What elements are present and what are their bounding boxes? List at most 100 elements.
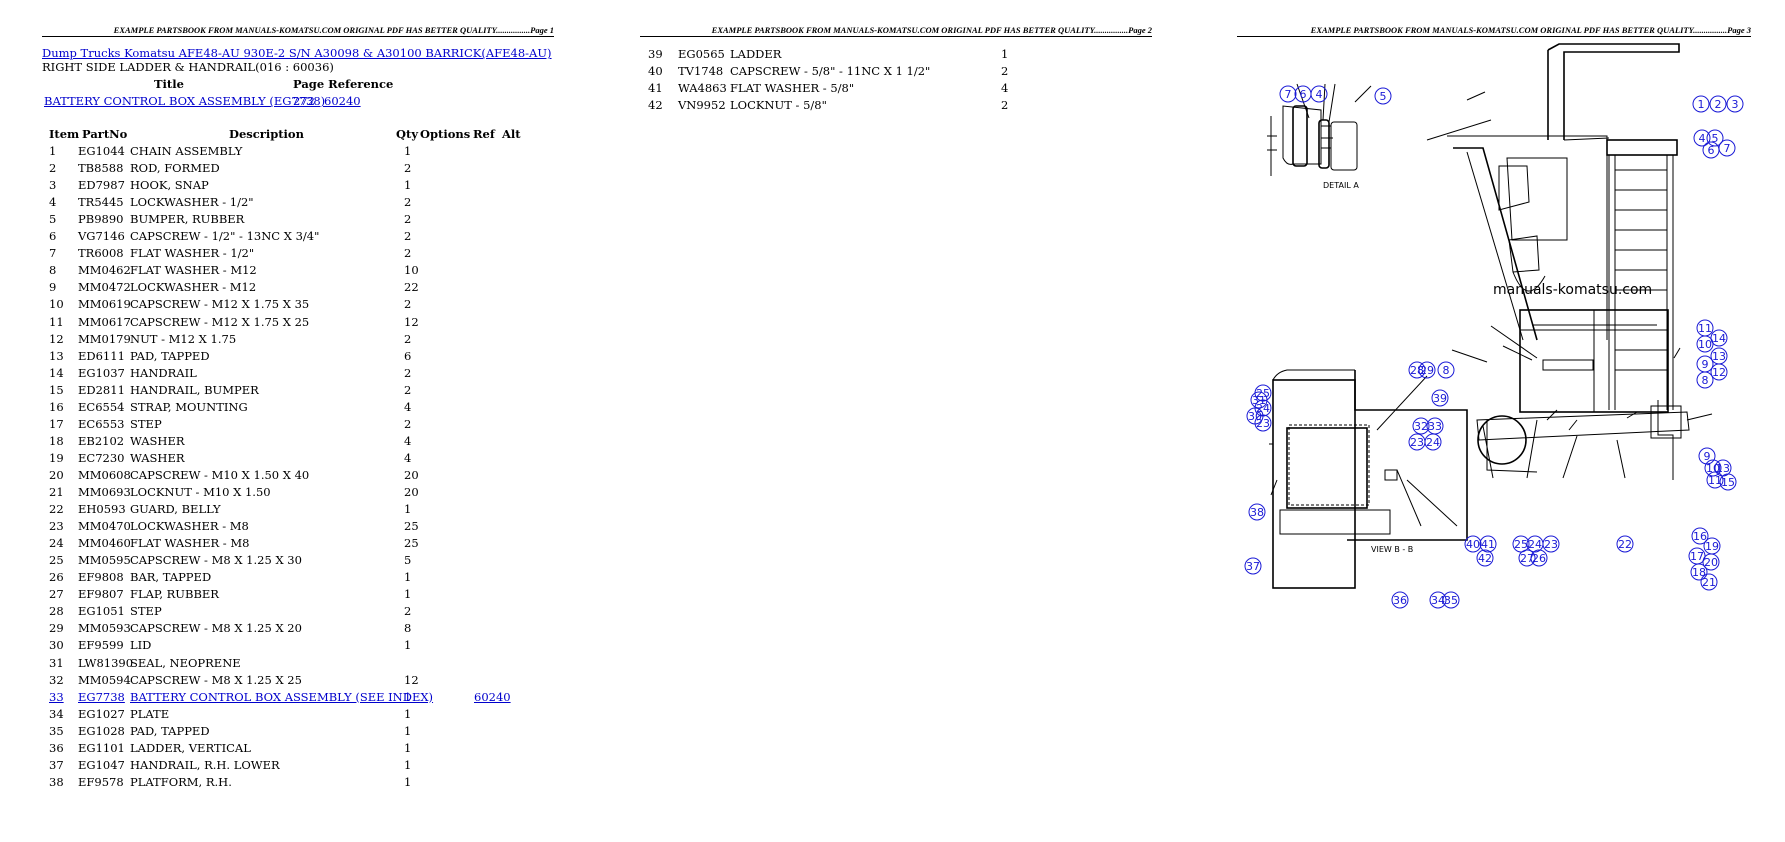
part-item-number: 41 [648,81,663,95]
part-quantity: 10 [404,263,419,278]
part-description: PAD, TAPPED [130,723,210,738]
part-item-number: 11 [49,314,64,329]
callout-ring [1696,371,1714,389]
part-item-number: 19 [49,450,64,465]
part-quantity: 1 [404,757,412,772]
part-item-number: 26 [49,570,64,585]
part-quantity: 8 [404,621,412,636]
part-quantity: 4 [1001,81,1009,95]
part-reference[interactable]: 60240 [474,689,511,704]
part-description: PLATFORM, R.H. [130,774,232,789]
part-description: NUT - M12 X 1.75 [130,331,237,346]
callout-number: 5 [1380,90,1387,103]
reference-title-header: Title [154,77,184,91]
part-description: CAPSCREW - M8 X 1.25 X 20 [130,621,302,636]
callout-ring [1710,363,1728,381]
part-quantity: 22 [404,280,419,295]
part-number: MM0472 [78,280,131,295]
callout-number: 36 [1393,594,1407,607]
callout-number: 24 [1528,538,1542,551]
part-item-number: 37 [49,757,64,772]
part-number: EF9807 [78,587,124,602]
callout-number: 29 [1420,364,1434,377]
callout-ring [1479,535,1497,553]
part-description: HANDRAIL [130,365,197,380]
column-header-item: Item [49,127,80,141]
part-number: EH0593 [78,502,126,517]
callout-number: 23 [1544,538,1558,551]
part-description[interactable]: BATTERY CONTROL BOX ASSEMBLY (SEE INDEX) [130,689,434,704]
callout-number: 11 [1708,474,1722,487]
part-item-number: 7 [49,246,57,261]
part-quantity: 2 [404,604,412,619]
part-number: MM0462 [78,263,131,278]
callout-number: 1 [1698,98,1705,111]
callout-number: 13 [1712,350,1726,363]
callout-number: 2 [1715,98,1722,111]
part-description: LOCKNUT - 5/8" [730,98,827,112]
document-subtitle: RIGHT SIDE LADDER & HANDRAIL(016 : 60036… [42,60,334,74]
reference-title-link[interactable]: BATTERY CONTROL BOX ASSEMBLY (EG7738) [44,94,326,108]
callout-number: 5 [1712,132,1719,145]
callout-ring [1391,591,1409,609]
part-quantity: 2 [404,365,412,380]
part-number: EG1101 [78,740,125,755]
callout-number: 32 [1414,420,1428,433]
part-quantity: 20 [404,485,419,499]
part-number: MM0608 [78,467,131,482]
part-item-number: 32 [49,672,64,687]
part-quantity: 20 [404,467,419,482]
callout-ring [1693,129,1711,147]
part-item-number: 42 [648,98,663,112]
part-description: LOCKWASHER - M8 [130,519,249,534]
part-description: BAR, TAPPED [130,570,212,585]
part-description: CAPSCREW - 1/2" - 13NC X 3/4" [130,229,320,244]
callout-number: 8 [1702,374,1709,387]
callout-ring [1244,557,1262,575]
part-item-number: 3 [49,178,57,193]
part-number[interactable]: EG7738 [78,689,125,704]
callout-number: 40 [1466,538,1480,551]
page-header-1: EXAMPLE PARTSBOOK FROM MANUALS-KOMATSU.C… [42,24,554,37]
callout-ring [1431,389,1449,407]
callout-number: 28 [1410,364,1424,377]
callout-ring [1437,361,1455,379]
callout-ring [1254,414,1272,432]
part-item-number: 31 [49,655,64,670]
part-quantity[interactable]: 1 [404,689,412,704]
callout-number: 21 [1702,576,1716,589]
callout-number: 3 [1732,98,1739,111]
callout-ring [1429,591,1447,609]
part-quantity: 2 [404,416,412,431]
part-number: TB8588 [78,161,124,176]
part-quantity: 1 [404,706,412,721]
part-item-number: 34 [49,706,64,721]
callout-number: 16 [1693,530,1707,543]
callout-number: 22 [1618,538,1632,551]
callout-number: 37 [1246,560,1260,573]
callout-ring [1254,384,1272,402]
part-number: EG1044 [78,144,125,158]
callout-number: 30 [1248,410,1262,423]
part-number: TV1748 [678,64,724,78]
document-title-link[interactable]: Dump Trucks Komatsu AFE48-AU 930E-2 S/N … [42,46,552,60]
callout-number: 25 [1256,387,1270,400]
watermark-text: manuals-komatsu.com [1493,282,1652,298]
part-number: EG1051 [78,604,125,619]
part-description: CAPSCREW - M8 X 1.25 X 25 [130,672,302,687]
part-number: MM0619 [78,297,131,312]
reference-number-link[interactable]: 60240 [324,94,361,108]
part-description: FLAT WASHER - M8 [130,536,250,551]
part-number: EF9808 [78,570,124,585]
callout-ring [1692,95,1710,113]
part-number: MM0470 [78,519,131,534]
column-header-description: Description [229,127,304,141]
part-number: EC7230 [78,450,125,465]
part-number: EG1037 [78,365,125,380]
reference-page-link[interactable]: 272 [293,94,315,108]
part-quantity: 6 [404,348,412,363]
callout-ring [1700,573,1718,591]
callout-ring [1442,591,1460,609]
part-item-number[interactable]: 33 [49,689,64,704]
part-description: BUMPER, RUBBER [130,212,245,227]
